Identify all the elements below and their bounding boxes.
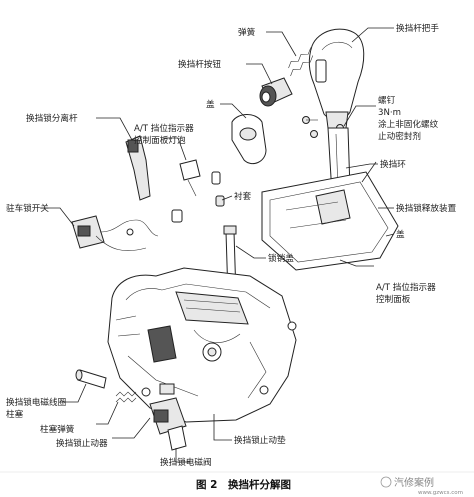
shift-lock-solenoid-part [149, 397, 187, 451]
shift-ring-panel [261, 171, 399, 271]
label-at-indicator-panel-1: A/T 挡位指示器 [376, 281, 436, 293]
label-sleeve: 衬套 [234, 190, 252, 202]
indicator-bulb-part [179, 159, 201, 197]
label-at-indicator-bulb-2: 控制面板灯泡 [134, 134, 186, 146]
label-shift-lock-release-lever: 换挡锁分离杆 [26, 112, 78, 124]
shift-lock-release-lever-part [125, 135, 151, 201]
label-shift-lock-stopper: 换挡锁止动器 [56, 437, 108, 449]
shift-button-part [259, 77, 293, 107]
figure-number: 图 2 [196, 479, 217, 491]
watermark-logo-icon [380, 476, 392, 488]
label-solenoid-harness-2: 柱塞 [6, 408, 24, 420]
label-shift-lock-solenoid: 换挡锁电磁阀 [160, 456, 212, 468]
solenoid-plunger-part [75, 369, 107, 389]
watermark-brand: 汽修案例 [394, 476, 434, 489]
label-screw: 螺钉 [378, 95, 396, 106]
label-cover-top: 盖 [206, 98, 215, 110]
watermark: 汽修案例 www.gzwcs.com [380, 476, 463, 496]
label-shift-lock-release: 换挡锁释放装置 [396, 202, 457, 214]
label-sealant-2: 止动密封剂 [378, 130, 421, 142]
top-cover-part [231, 114, 267, 165]
label-park-pin-switch: 驻车锁开关 [6, 202, 49, 214]
label-solenoid-harness-1: 换挡锁电磁线圈 [6, 396, 66, 408]
plunger-spring-part [115, 391, 137, 403]
park-pin-switch-part [71, 215, 159, 251]
figure-title: 换挡杆分解图 [228, 478, 291, 491]
label-sealant-1: 涂上非固化螺纹 [378, 118, 439, 130]
label-torque: 3N·m [378, 108, 401, 118]
label-shift-lock-stop-pad: 换挡锁止动垫 [234, 434, 286, 446]
label-plunger-spring: 柱塞弹簧 [40, 423, 75, 435]
shift-lever-housing [107, 267, 297, 423]
label-shift-knob: 换挡杆把手 [396, 22, 439, 34]
label-cover-panel: 盖 [396, 228, 405, 240]
label-shift-button: 换挡杆按钮 [178, 58, 221, 70]
watermark-site: www.gzwcs.com [418, 490, 463, 496]
label-at-indicator-panel-2: 控制面板 [376, 293, 411, 305]
label-lock-cover: 锁销盖 [268, 252, 294, 264]
label-spring: 弹簧 [238, 26, 256, 38]
label-shift-ring: 换挡环 [380, 158, 406, 170]
spring-part [288, 47, 314, 77]
label-at-indicator-bulb-1: A/T 挡位指示器 [134, 122, 194, 134]
sleeve-part [171, 171, 225, 223]
shift-knob-part [308, 28, 365, 129]
